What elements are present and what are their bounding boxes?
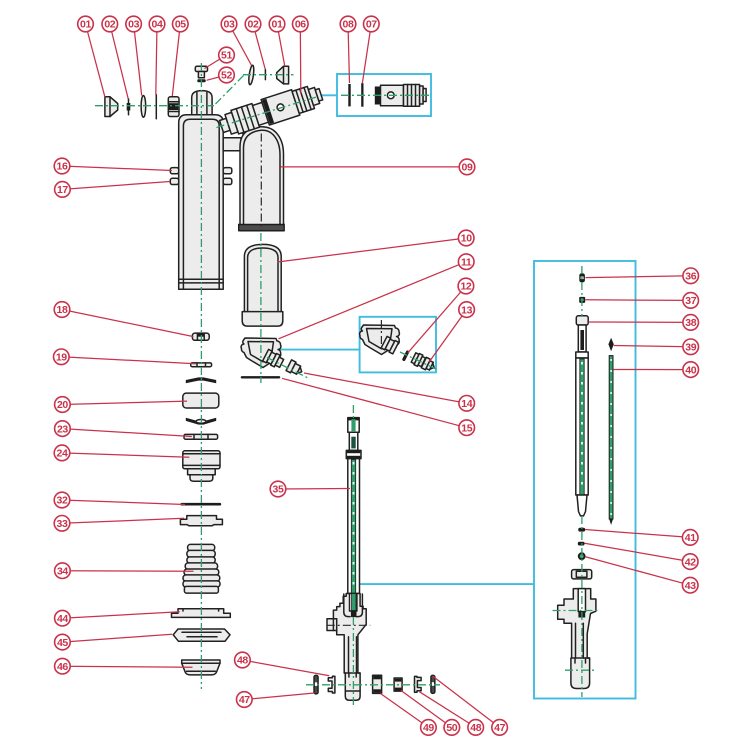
svg-text:49: 49: [423, 722, 434, 734]
svg-text:38: 38: [685, 317, 696, 329]
svg-text:45: 45: [57, 637, 68, 649]
svg-text:02: 02: [104, 19, 115, 31]
svg-text:03: 03: [128, 19, 139, 31]
svg-text:09: 09: [462, 162, 473, 174]
svg-text:44: 44: [57, 613, 68, 625]
svg-text:01: 01: [80, 19, 91, 31]
svg-text:11: 11: [461, 256, 472, 268]
svg-text:06: 06: [295, 19, 306, 31]
svg-text:20: 20: [57, 399, 68, 411]
svg-text:10: 10: [461, 233, 472, 245]
svg-text:02: 02: [248, 19, 259, 31]
svg-text:43: 43: [685, 580, 696, 592]
svg-text:37: 37: [685, 295, 696, 307]
svg-text:15: 15: [461, 422, 472, 434]
svg-text:03: 03: [224, 19, 235, 31]
svg-text:48: 48: [470, 722, 481, 734]
svg-text:36: 36: [685, 271, 696, 283]
svg-text:16: 16: [57, 161, 68, 173]
svg-text:47: 47: [239, 694, 250, 706]
svg-text:51: 51: [221, 50, 232, 62]
svg-text:40: 40: [685, 364, 696, 376]
svg-text:01: 01: [272, 19, 283, 31]
svg-text:42: 42: [685, 556, 696, 568]
svg-text:19: 19: [56, 352, 67, 364]
svg-text:12: 12: [460, 281, 471, 293]
svg-text:17: 17: [57, 184, 68, 196]
svg-text:05: 05: [175, 19, 186, 31]
svg-text:34: 34: [57, 565, 68, 577]
svg-text:41: 41: [685, 532, 696, 544]
svg-text:39: 39: [685, 342, 696, 354]
svg-text:32: 32: [57, 495, 68, 507]
svg-text:08: 08: [343, 19, 354, 31]
svg-text:52: 52: [221, 70, 232, 82]
svg-text:14: 14: [461, 398, 472, 410]
svg-text:47: 47: [494, 722, 505, 734]
svg-text:35: 35: [273, 484, 284, 496]
svg-text:18: 18: [57, 304, 68, 316]
svg-text:07: 07: [366, 19, 377, 31]
svg-text:13: 13: [461, 304, 472, 316]
svg-text:46: 46: [57, 661, 68, 673]
svg-text:04: 04: [152, 19, 163, 31]
svg-text:50: 50: [446, 722, 457, 734]
svg-text:33: 33: [57, 518, 68, 530]
svg-text:24: 24: [57, 448, 68, 460]
svg-text:23: 23: [57, 423, 68, 435]
svg-text:48: 48: [237, 655, 248, 667]
